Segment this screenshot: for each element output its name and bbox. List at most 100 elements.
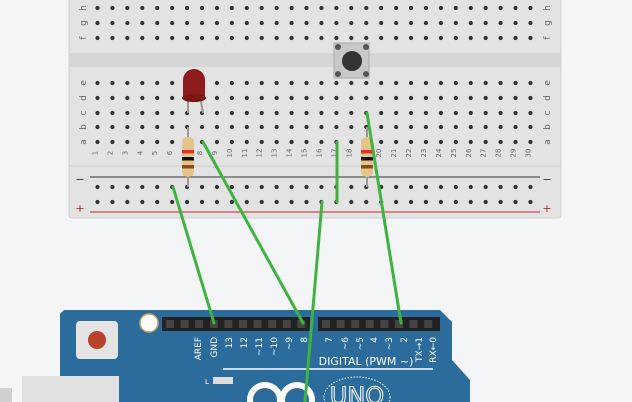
breadboard-hole[interactable] — [289, 80, 294, 86]
breadboard-hole[interactable] — [95, 80, 100, 86]
rail-hole[interactable] — [289, 184, 294, 190]
breadboard-hole[interactable] — [274, 20, 279, 26]
breadboard-hole[interactable] — [438, 95, 443, 101]
breadboard-hole[interactable] — [334, 124, 339, 130]
breadboard-hole[interactable] — [334, 110, 339, 116]
breadboard-hole[interactable] — [229, 124, 234, 130]
breadboard-hole[interactable] — [155, 124, 160, 130]
breadboard-hole[interactable] — [468, 124, 473, 130]
breadboard-hole[interactable] — [289, 139, 294, 145]
breadboard-hole[interactable] — [438, 80, 443, 86]
header-pin[interactable] — [195, 320, 204, 328]
breadboard-hole[interactable] — [170, 110, 175, 116]
breadboard-hole[interactable] — [394, 20, 399, 26]
rail-hole[interactable] — [155, 184, 160, 190]
rail-hole[interactable] — [498, 199, 503, 205]
breadboard-hole[interactable] — [438, 139, 443, 145]
breadboard-hole[interactable] — [334, 95, 339, 101]
breadboard-hole[interactable] — [394, 5, 399, 11]
breadboard-hole[interactable] — [334, 35, 339, 41]
rail-hole[interactable] — [259, 199, 264, 205]
breadboard-hole[interactable] — [364, 20, 369, 26]
rail-hole[interactable] — [304, 184, 309, 190]
rail-hole[interactable] — [349, 184, 354, 190]
breadboard-hole[interactable] — [453, 139, 458, 145]
breadboard-hole[interactable] — [140, 35, 145, 41]
breadboard-hole[interactable] — [259, 5, 264, 11]
breadboard-hole[interactable] — [140, 80, 145, 86]
breadboard-hole[interactable] — [349, 139, 354, 145]
breadboard-hole[interactable] — [379, 5, 384, 11]
rail-hole[interactable] — [184, 199, 190, 205]
rail-hole[interactable] — [155, 199, 160, 205]
breadboard-hole[interactable] — [423, 124, 429, 130]
breadboard-hole[interactable] — [513, 124, 518, 130]
breadboard-hole[interactable] — [528, 80, 533, 86]
breadboard-hole[interactable] — [528, 35, 533, 41]
header-pin[interactable] — [180, 320, 189, 328]
breadboard-hole[interactable] — [110, 80, 115, 86]
breadboard-hole[interactable] — [259, 124, 264, 130]
rail-hole[interactable] — [110, 199, 115, 205]
breadboard-hole[interactable] — [95, 110, 100, 116]
breadboard-hole[interactable] — [423, 35, 429, 41]
rail-hole[interactable] — [125, 184, 130, 190]
breadboard-hole[interactable] — [394, 110, 399, 116]
header-pin[interactable] — [322, 320, 330, 328]
breadboard-hole[interactable] — [125, 110, 130, 116]
breadboard-hole[interactable] — [274, 5, 279, 11]
breadboard-hole[interactable] — [498, 110, 503, 116]
breadboard-hole[interactable] — [468, 95, 473, 101]
breadboard-hole[interactable] — [155, 5, 160, 11]
breadboard-hole[interactable] — [155, 95, 160, 101]
breadboard-hole[interactable] — [199, 20, 205, 26]
breadboard-hole[interactable] — [140, 5, 145, 11]
breadboard-hole[interactable] — [244, 95, 249, 101]
red-led[interactable] — [182, 69, 206, 114]
breadboard-hole[interactable] — [229, 95, 234, 101]
breadboard-hole[interactable] — [334, 5, 339, 11]
breadboard-hole[interactable] — [423, 139, 429, 145]
breadboard-hole[interactable] — [528, 20, 533, 26]
breadboard-hole[interactable] — [468, 139, 473, 145]
breadboard-hole[interactable] — [319, 5, 324, 11]
header-pin[interactable] — [166, 320, 174, 328]
breadboard-hole[interactable] — [334, 20, 339, 26]
rail-hole[interactable] — [110, 184, 115, 190]
breadboard-hole[interactable] — [110, 5, 115, 11]
breadboard-hole[interactable] — [379, 139, 384, 145]
header-pin[interactable] — [395, 320, 403, 328]
breadboard-hole[interactable] — [319, 35, 324, 41]
breadboard-hole[interactable] — [125, 80, 130, 86]
breadboard-hole[interactable] — [468, 110, 473, 116]
breadboard-hole[interactable] — [408, 80, 414, 86]
rail-hole[interactable] — [349, 199, 354, 205]
rail-hole[interactable] — [438, 199, 443, 205]
breadboard-hole[interactable] — [289, 5, 294, 11]
breadboard-hole[interactable] — [289, 35, 294, 41]
breadboard-hole[interactable] — [379, 95, 384, 101]
breadboard-hole[interactable] — [453, 80, 458, 86]
breadboard-hole[interactable] — [184, 20, 190, 26]
breadboard-hole[interactable] — [528, 124, 533, 130]
breadboard-hole[interactable] — [408, 124, 414, 130]
breadboard-hole[interactable] — [453, 124, 458, 130]
breadboard-hole[interactable] — [468, 35, 473, 41]
breadboard-hole[interactable] — [214, 5, 220, 11]
breadboard-hole[interactable] — [304, 20, 309, 26]
breadboard-hole[interactable] — [423, 80, 429, 86]
header-pin[interactable] — [409, 320, 418, 328]
breadboard-hole[interactable] — [498, 35, 503, 41]
breadboard-hole[interactable] — [244, 20, 249, 26]
breadboard-hole[interactable] — [513, 35, 518, 41]
pushbutton[interactable] — [333, 42, 370, 79]
breadboard-hole[interactable] — [513, 95, 518, 101]
breadboard-hole[interactable] — [453, 95, 458, 101]
breadboard-hole[interactable] — [483, 124, 488, 130]
breadboard-hole[interactable] — [513, 80, 518, 86]
breadboard-hole[interactable] — [379, 124, 384, 130]
breadboard-hole[interactable] — [498, 139, 503, 145]
breadboard-hole[interactable] — [95, 124, 100, 130]
breadboard-hole[interactable] — [349, 80, 354, 86]
